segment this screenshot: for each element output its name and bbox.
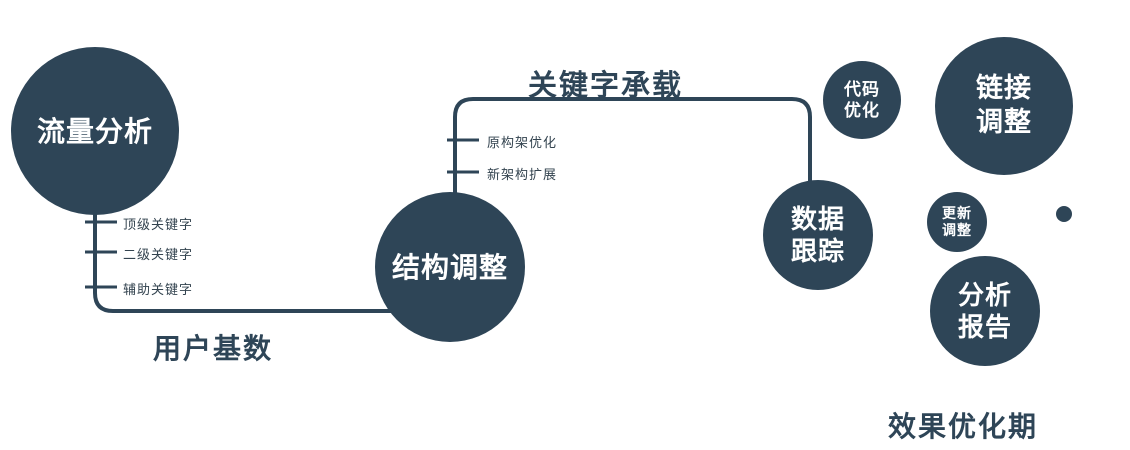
node-link-adjust-line1: 链接 [976, 73, 1032, 104]
node-structure-adjust: 结构调整 [375, 192, 525, 342]
node-structure-adjust-label: 结构调整 [391, 251, 508, 283]
node-data-tracking-line1: 数据 [790, 203, 845, 234]
node-data-tracking-line2: 跟踪 [790, 236, 845, 266]
tick-label-arch-expand: 新架构扩展 [487, 167, 558, 182]
node-analysis-report-line1: 分析 [957, 279, 1012, 310]
node-update-adjust-line2: 调整 [942, 222, 972, 238]
node-analysis-report-line2: 报告 [957, 312, 1012, 342]
node-data-tracking: 数据 跟踪 [763, 180, 873, 290]
edge-label-user-base: 用户基数 [153, 333, 274, 364]
node-update-adjust-line1: 更新 [942, 204, 972, 221]
node-code-optimize: 代码 优化 [823, 61, 901, 139]
connector-keyword-path [453, 97, 812, 210]
node-traffic-analysis-label: 流量分析 [36, 115, 153, 147]
node-update-adjust: 更新 调整 [927, 192, 987, 252]
node-link-adjust-line2: 调整 [976, 107, 1032, 137]
node-code-optimize-line2: 优化 [844, 101, 880, 120]
edge-label-effect-phase: 效果优化期 [888, 411, 1039, 442]
tick-label-second-keyword: 二级关键字 [123, 247, 194, 262]
node-link-adjust: 链接 调整 [935, 37, 1073, 175]
tick-label-aux-keyword: 辅助关键字 [123, 282, 194, 297]
small-dot [1056, 206, 1072, 222]
edge-label-keyword-carry: 关键字承载 [528, 70, 684, 102]
tick-label-arch-optimize: 原构架优化 [487, 135, 558, 150]
node-code-optimize-line1: 代码 [844, 79, 880, 99]
tick-label-top-keyword: 顶级关键字 [123, 217, 194, 232]
node-analysis-report: 分析 报告 [930, 256, 1040, 366]
node-traffic-analysis: 流量分析 [11, 47, 179, 215]
